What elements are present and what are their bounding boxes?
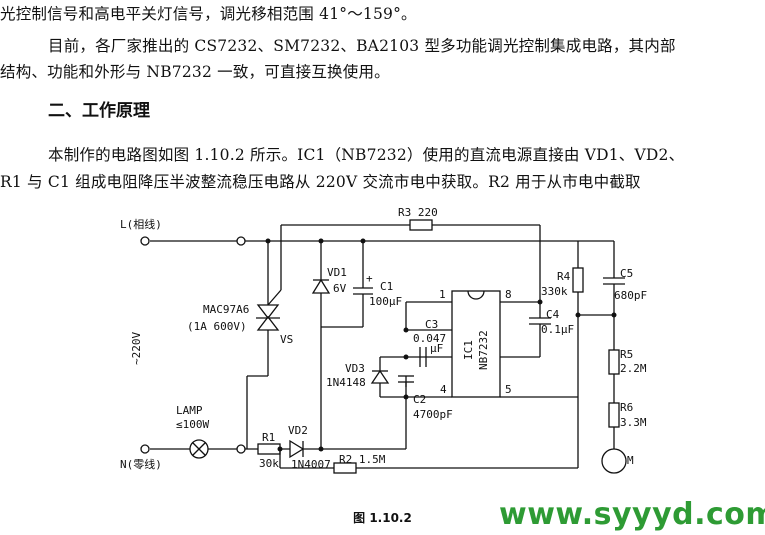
label-N: N(零线): [120, 457, 162, 471]
label-R6v: 3.3M: [620, 416, 647, 429]
label-R1v: 30k: [259, 457, 279, 470]
label-R2: R2 1.5M: [339, 453, 386, 466]
label-pin1: 1: [439, 288, 446, 301]
label-NB: NB7232: [477, 330, 490, 370]
label-C2v: 4700pF: [413, 408, 453, 421]
section-heading: 二、工作原理: [48, 101, 150, 121]
paragraph-line-3: 结构、功能和外形与 NB7232 一致，可直接互换使用。: [0, 63, 390, 81]
label-C4v: 0.1μF: [541, 323, 574, 336]
label-R1: R1: [262, 431, 275, 444]
label-C3: C3: [425, 318, 438, 331]
label-R4v: 330k: [541, 285, 568, 298]
label-C1plus: +: [366, 272, 373, 285]
site-watermark: www.syyyd.com: [499, 497, 765, 532]
label-C4: C4: [546, 308, 560, 321]
label-MAC: MAC97A6: [203, 303, 249, 316]
paragraph-line-5: R1 与 C1 组成电阻降压半波整流稳压电路从 220V 交流市电中获取。R2 …: [0, 173, 641, 191]
label-IC1: IC1: [462, 340, 475, 360]
label-MACv: (1A 600V): [187, 320, 247, 333]
figure-caption: 图 1.10.2: [353, 511, 412, 525]
label-C1: C1: [380, 280, 393, 293]
label-VD2v: 1N4007: [291, 458, 331, 471]
label-C5v: 680pF: [614, 289, 647, 302]
label-C1v: 100μF: [369, 295, 402, 308]
label-pin5: 5: [505, 383, 512, 396]
paragraph-line-2: 目前，各厂家推出的 CS7232、SM7232、BA2103 型多功能调光控制集…: [48, 37, 676, 55]
label-C2: C2: [413, 393, 426, 406]
label-R5: R5: [620, 348, 633, 361]
label-LAMPv: ≤100W: [176, 418, 209, 431]
label-L: L(相线): [120, 217, 162, 231]
label-VD2: VD2: [288, 424, 308, 437]
label-R5v: 2.2M: [620, 362, 647, 375]
label-pin8: 8: [505, 288, 512, 301]
paragraph-line-4: 本制作的电路图如图 1.10.2 所示。IC1（NB7232）使用的直流电源直接…: [48, 146, 685, 164]
paragraph-line-1: 光控制信号和高电平关灯信号，调光移相范围 41°～159°。: [0, 5, 417, 23]
label-220v: ~220V: [130, 332, 143, 365]
label-R3: R3 220: [398, 206, 438, 219]
label-LAMP: LAMP: [176, 404, 203, 417]
label-VS: VS: [280, 333, 293, 346]
label-VD3: VD3: [345, 362, 365, 375]
label-C3u: μF: [430, 342, 443, 355]
label-C3v: 0.047: [413, 332, 446, 345]
label-R6: R6: [620, 401, 633, 414]
label-VD3v: 1N4148: [326, 376, 366, 389]
label-C5: C5: [620, 267, 633, 280]
label-VD1v: 6V: [333, 282, 347, 295]
label-R4: R4: [557, 270, 571, 283]
label-VD1: VD1: [327, 266, 347, 279]
label-pin4: 4: [440, 383, 447, 396]
label-M: M: [627, 454, 634, 467]
